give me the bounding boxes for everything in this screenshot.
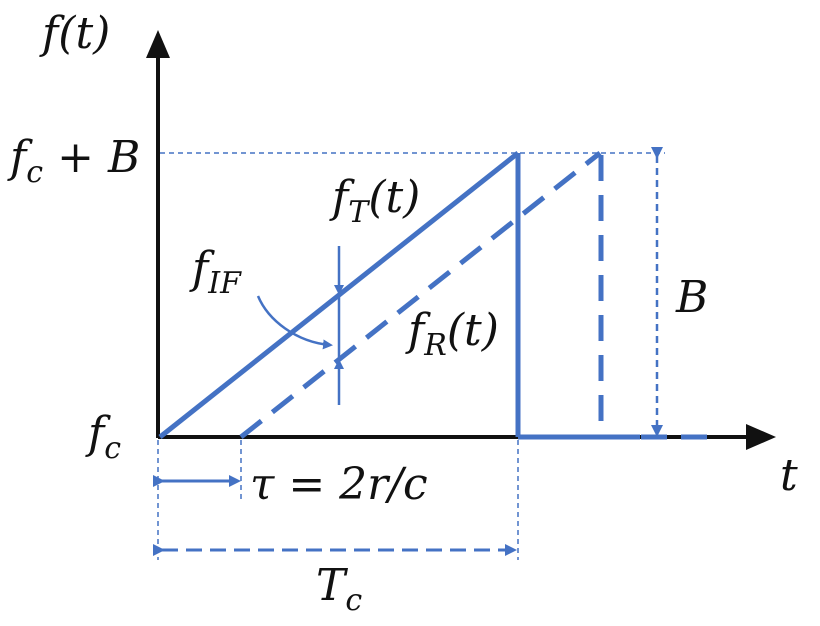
y-axis-label: f(t) — [39, 8, 110, 59]
x-axis-label: t — [780, 450, 798, 501]
receive-signal-label: fR(t) — [405, 305, 499, 363]
transmit-chirp-line — [158, 151, 520, 439]
chirp-time-label: Tc — [316, 560, 362, 618]
y-axis-arrow-icon — [146, 30, 170, 58]
fc-label: fc — [85, 408, 121, 466]
x-axis-arrow-icon — [746, 424, 776, 450]
fc-plus-b-label: fc + B — [7, 132, 140, 190]
bandwidth-label: B — [675, 272, 708, 323]
fif-curved-arrow — [256, 295, 333, 350]
if-frequency-label: fIF — [189, 243, 242, 301]
tau-label: τ = 2r/c — [250, 459, 428, 510]
receive-chirp-line — [239, 151, 602, 439]
transmit-signal-label: fT(t) — [329, 172, 420, 230]
